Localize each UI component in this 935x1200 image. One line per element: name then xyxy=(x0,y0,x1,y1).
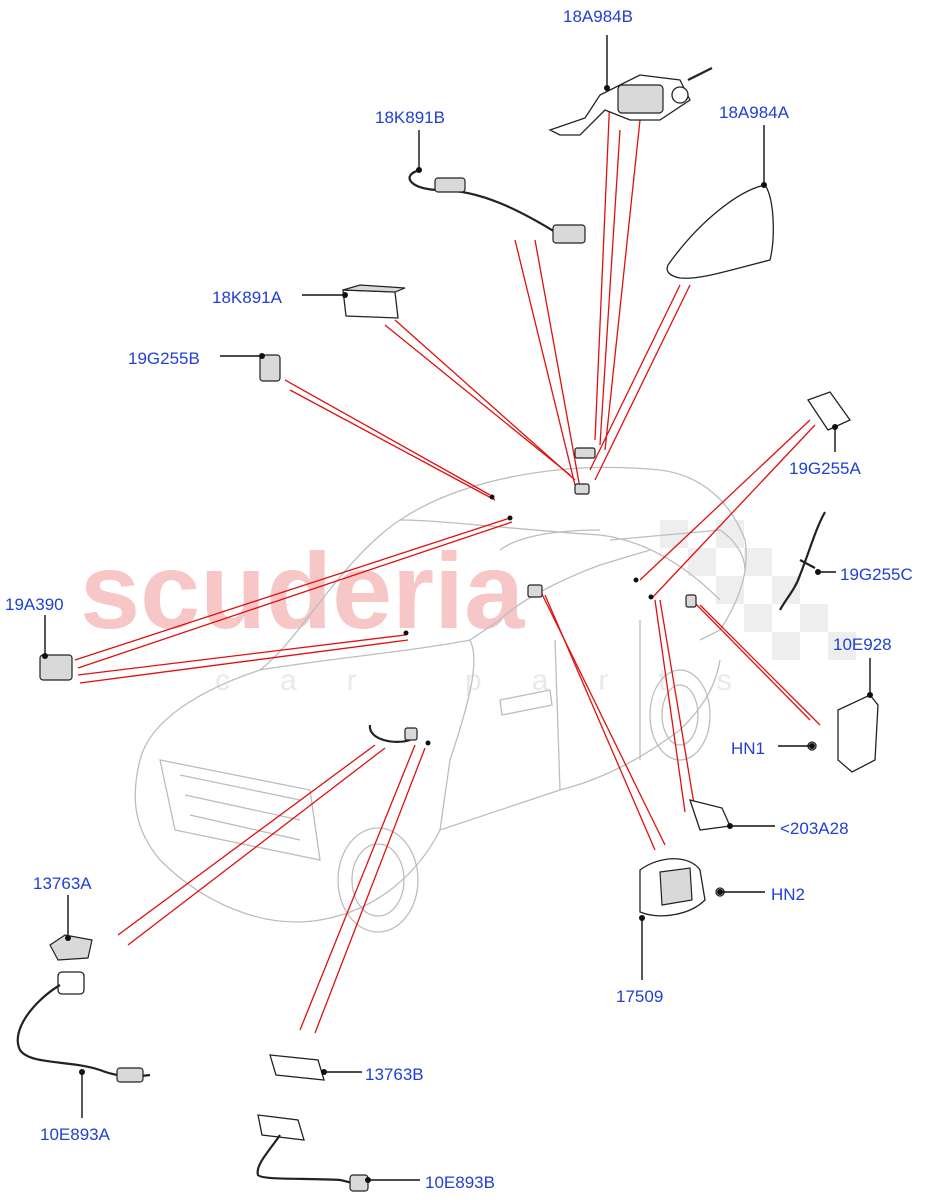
label-18A984B: 18A984B xyxy=(563,7,633,26)
part-19G255A-drawing xyxy=(807,391,851,431)
part-10E928-drawing xyxy=(837,694,879,773)
part-19G255C-drawing xyxy=(779,511,826,611)
part-10E893A-drawing xyxy=(16,971,151,1083)
leader-lines xyxy=(42,35,873,1183)
label-17509: 17509 xyxy=(616,987,663,1006)
part-17509-drawing xyxy=(639,858,706,917)
part-203A28-drawing xyxy=(689,799,731,831)
label-19A390: 19A390 xyxy=(5,595,64,614)
part-13763A-drawing xyxy=(49,934,93,961)
part-19G255B-drawing xyxy=(259,354,281,382)
label-19G255C: 19G255C xyxy=(840,565,913,584)
label-18A984A: 18A984A xyxy=(719,103,790,122)
part-19A390-drawing xyxy=(39,654,73,681)
part-13763B-drawing xyxy=(269,1054,325,1081)
vehicle-mounted-components xyxy=(368,447,697,746)
label-19G255B: 19G255B xyxy=(128,349,200,368)
part-18K891A-drawing xyxy=(342,284,406,319)
part-18A984B-drawing xyxy=(548,67,713,136)
callout-lines xyxy=(74,94,821,1034)
checker-flag-watermark xyxy=(660,520,856,660)
part-10E893B-drawing xyxy=(256,1114,369,1192)
watermark: scuderia car parts xyxy=(80,520,856,697)
label-18K891A: 18K891A xyxy=(212,288,283,307)
watermark-sub: car parts xyxy=(215,664,782,697)
part-18K891B-drawing xyxy=(408,168,586,244)
label-10E893A: 10E893A xyxy=(40,1125,111,1144)
vehicle-outline xyxy=(134,466,747,933)
part-18A984A-drawing xyxy=(666,184,774,279)
label-13763B: 13763B xyxy=(365,1065,424,1084)
label-10E893B: 10E893B xyxy=(425,1173,495,1192)
watermark-brand: scuderia xyxy=(80,530,525,651)
label-10E928: 10E928 xyxy=(833,635,892,654)
part-labels: 18A984B 18K891B 18A984A 18K891A 19G255B … xyxy=(5,7,913,1192)
label-HN1: HN1 xyxy=(731,739,765,758)
label-203A28: <203A28 xyxy=(780,819,849,838)
label-19G255A: 19G255A xyxy=(789,459,861,478)
label-HN2: HN2 xyxy=(771,885,805,904)
label-18K891B: 18K891B xyxy=(375,108,445,127)
label-13763A: 13763A xyxy=(33,874,92,893)
